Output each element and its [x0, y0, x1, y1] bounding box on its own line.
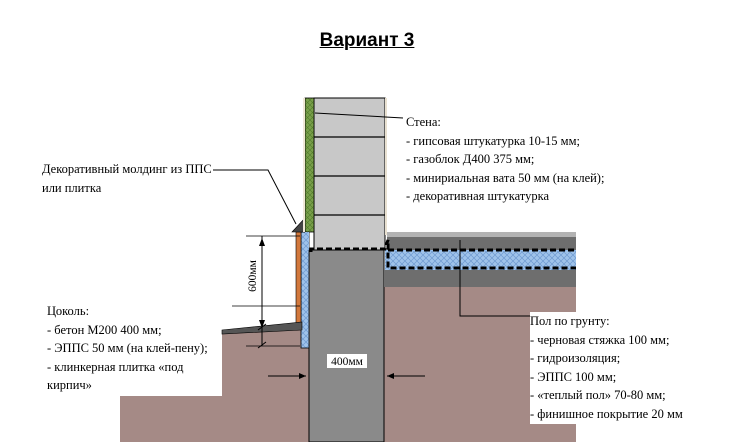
- diagram-title: Вариант 3: [319, 30, 415, 51]
- floor-callout-heading: Пол по грунту:: [530, 314, 610, 328]
- wall-base-insulation: [305, 232, 309, 250]
- wall-callout: Стена: - гипсовая штукатурка 10-15 мм; -…: [406, 113, 604, 206]
- gypsum-plaster: [385, 98, 387, 235]
- width-dimension-label: 400мм: [331, 356, 364, 368]
- floor-heating-screed: [387, 237, 576, 250]
- floor-rough-screed: [384, 270, 576, 287]
- width-label-box: [327, 354, 367, 368]
- wall-callout-item: - декоративная штукатурка: [406, 189, 550, 204]
- plinth-callout-item: кирпич»: [47, 378, 92, 393]
- floor-callout-item: - финишное покрытие 20 мм: [530, 406, 683, 421]
- floor-callout: Пол по грунту: - черновая стяжка 100 мм;…: [530, 312, 687, 424]
- floor-callout-item: - ЭППС 100 мм;: [530, 369, 617, 384]
- thermal-contour: [309, 239, 576, 270]
- height-dimension-label: 600мм: [247, 259, 259, 292]
- plinth-callout-heading: Цоколь:: [47, 304, 90, 318]
- plinth-callout-item: - ЭППС 50 мм (на клей-пену);: [47, 341, 208, 356]
- mineral-wool: [304, 97, 315, 233]
- floor-leader: [459, 240, 530, 317]
- height-arrow-bottom: [259, 320, 265, 328]
- wall-callout-item: - газоблок Д400 375 мм;: [406, 152, 535, 167]
- plinth-callout-item: - бетон М200 400 мм;: [47, 322, 162, 337]
- floor-callout-item: - гидроизоляция;: [530, 351, 621, 366]
- height-arrow-top: [259, 238, 265, 246]
- plinth-callout: Цоколь: - бетон М200 400 мм; - ЭППС 50 м…: [47, 302, 208, 395]
- floor-finish: [387, 232, 576, 237]
- plinth-callout-item: - клинкерная плитка «под: [47, 359, 184, 374]
- wall-callout-heading: Стена:: [406, 115, 441, 129]
- floor-callout-item: - черновая стяжка 100 мм;: [530, 332, 670, 347]
- wall-callout-item: - гипсовая штукатурка 10-15 мм;: [406, 133, 580, 148]
- floor-epps: [385, 250, 576, 270]
- wall-leader: [314, 112, 404, 119]
- molding-callout: Декоративный молдинг из ППС или плитка: [42, 160, 212, 197]
- foundation-concrete: [308, 249, 385, 442]
- ground-soil: [120, 330, 309, 442]
- floor-callout-item: - «теплый пол» 70-80 мм;: [530, 388, 666, 403]
- aerated-block-wall: [313, 97, 386, 251]
- molding-callout-line: или плитка: [42, 180, 102, 195]
- molding-callout-line: Декоративный молдинг из ППС: [42, 162, 212, 176]
- molding-leader: [213, 169, 297, 225]
- wall-callout-item: - минириальная вата 50 мм (на клей);: [406, 170, 605, 185]
- clinker-tile: [295, 231, 302, 327]
- decorative-plaster: [303, 98, 305, 232]
